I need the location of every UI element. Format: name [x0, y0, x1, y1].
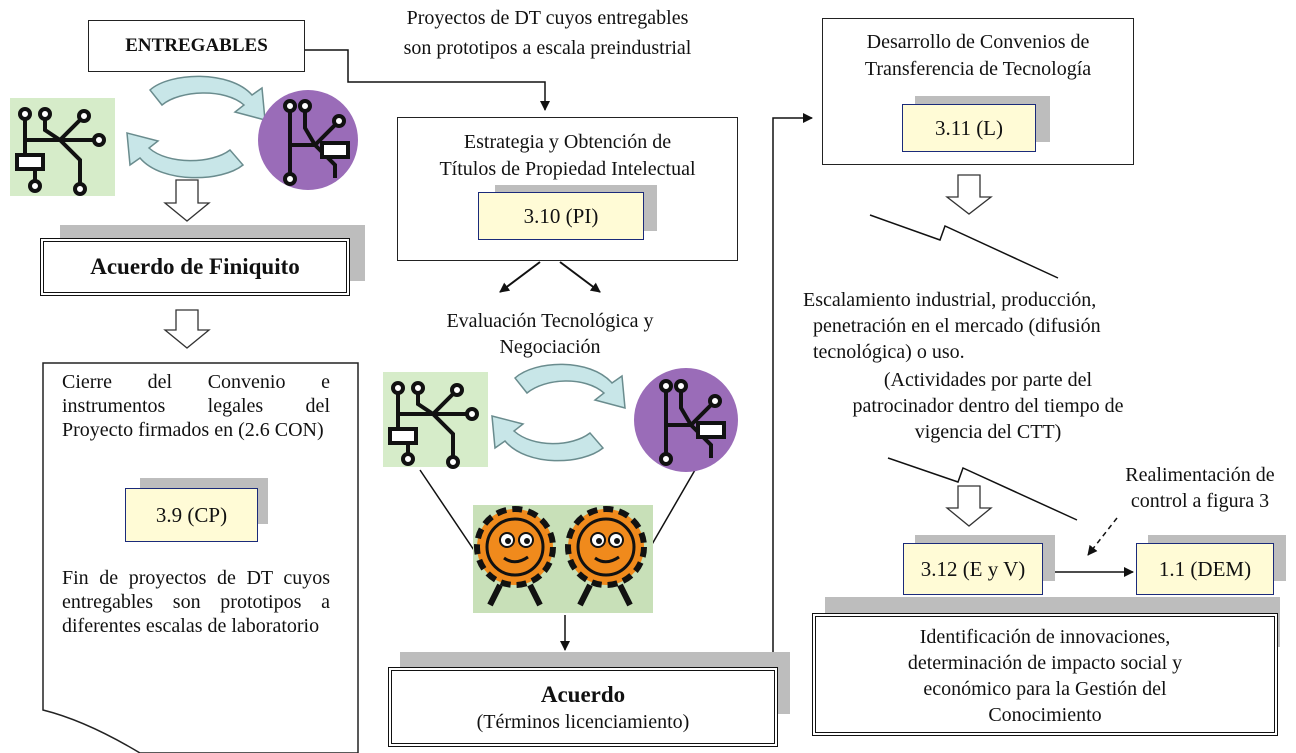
block-arrow-down-icon — [163, 174, 993, 527]
connector-estrategia-eval-left — [499, 261, 541, 293]
identificacion-line1: Identificación de innovaciones, — [919, 626, 1171, 648]
top-note-line1: Proyectos de DT cuyos entregables — [406, 7, 689, 29]
identificacion-line2: determinación de impacto social y — [907, 652, 1183, 674]
actividades-line1: (Actividades por parte del — [883, 369, 1093, 391]
entregables-label: ENTREGABLES — [125, 35, 268, 56]
acuerdo-subtitle: (Términos licenciamiento) — [476, 711, 690, 733]
identificacion-box — [812, 613, 1278, 736]
document-shape — [42, 362, 359, 753]
estrategia-title-line2: Títulos de Propiedad Intelectual — [439, 158, 696, 180]
code-dem: 1.1 (DEM) — [1136, 543, 1274, 595]
escalamiento-line2: penetración en el mercado (difusión — [813, 315, 1101, 337]
cycle-arrows-icon — [491, 363, 626, 462]
cycle-arrows-icon — [126, 75, 266, 179]
code-pi: 3.10 (PI) — [478, 192, 644, 240]
gear-face-icon — [565, 506, 647, 607]
actividades-line2: patrocinador dentro del tiempo de — [852, 395, 1124, 417]
connector-entregables-estrategia — [305, 49, 550, 111]
top-note-line2: son prototipos a escala preindustrial — [403, 37, 692, 59]
estrategia-title-line1: Estrategia y Obtención de — [463, 131, 672, 153]
evaluacion-line2: Negociación — [499, 336, 601, 358]
realimentacion-line1: Realimentación de — [1125, 464, 1275, 486]
cierre-text: Cierre del Convenio e instrumentos legal… — [62, 371, 330, 441]
realimentacion-line2: control a figura 3 — [1130, 490, 1270, 512]
break-line-bottom — [887, 457, 1078, 521]
acuerdo-box — [388, 667, 778, 747]
finiquito-label: Acuerdo de Finiquito — [90, 254, 300, 279]
connector-acuerdo-convenios — [772, 113, 813, 665]
evaluacion-line1: Evaluación Tecnológica y — [446, 310, 654, 332]
code-ev: 3.12 (E y V) — [903, 543, 1043, 595]
entregables-box — [88, 20, 305, 72]
actividades-line3: vigencia del CTT) — [914, 421, 1062, 443]
escalamiento-line1: Escalamiento industrial, producción, — [803, 289, 1097, 311]
circuit-icon — [15, 107, 106, 196]
convenios-box — [822, 18, 1134, 165]
connector-estrategia-eval-right — [559, 261, 601, 293]
acuerdo-title: Acuerdo — [540, 682, 626, 707]
code-l: 3.11 (L) — [902, 104, 1036, 152]
circuit-icon — [283, 99, 350, 186]
fin-text: Fin de proyectos de DT cuyos entregables… — [62, 567, 330, 637]
break-line-top — [869, 214, 1059, 279]
escalamiento-line3: tecnológica) o uso. — [813, 341, 965, 363]
connector-realimentacion — [1087, 517, 1118, 556]
identificacion-line4: Conocimiento — [988, 704, 1102, 726]
code-cp: 3.9 (CP) — [125, 488, 258, 542]
gear-face-icon — [474, 506, 556, 607]
finiquito-box — [40, 238, 350, 296]
identificacion-line3: económico para la Gestión del — [923, 678, 1167, 700]
convenios-title-line1: Desarrollo de Convenios de — [866, 31, 1090, 53]
circuit-icon — [659, 379, 726, 466]
convenios-title-line2: Transferencia de Tecnología — [864, 58, 1092, 80]
circuit-icon — [388, 381, 479, 469]
